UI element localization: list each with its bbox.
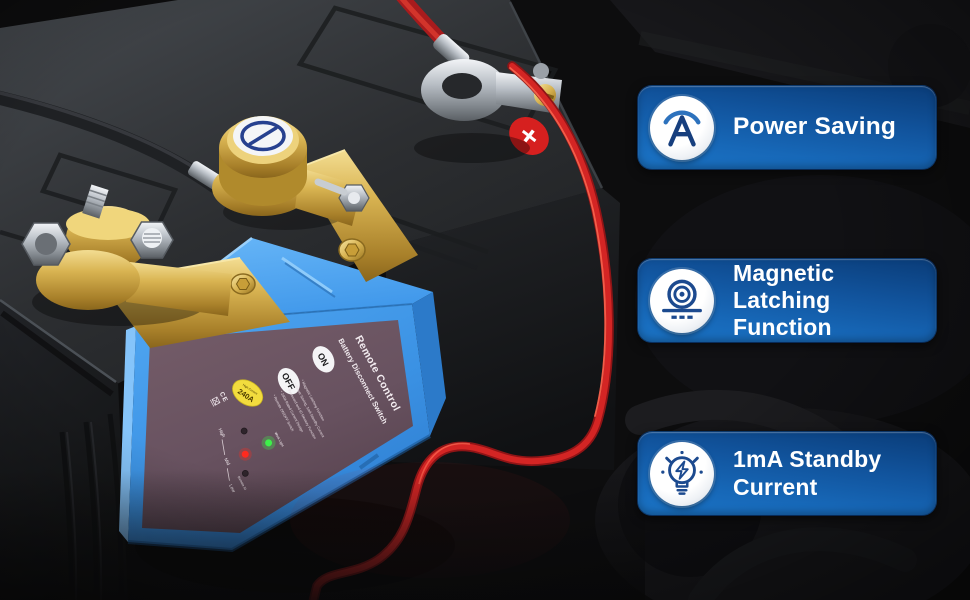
- lightbulb-bolt-icon: [650, 441, 714, 506]
- feature-card-text: 1mA Standby Current: [733, 446, 881, 500]
- feature-card-magnetic-latching: Magnetic Latching Function: [637, 258, 937, 343]
- feature-card-power-saving: Power Saving: [637, 85, 937, 170]
- feature-card-text: Power Saving: [733, 113, 896, 142]
- feature-card-text: Magnetic Latching Function: [733, 260, 928, 341]
- feature-line: Magnetic: [733, 259, 835, 286]
- magnetic-latch-icon: [650, 268, 714, 333]
- feature-line: 1mA Standby: [733, 446, 882, 473]
- feature-line: Power Saving: [733, 113, 897, 141]
- feature-line: Latching Function: [733, 286, 832, 341]
- feature-card-standby-current: 1mA Standby Current: [637, 431, 937, 516]
- feature-line: Current: [733, 473, 818, 500]
- ammeter-icon: [650, 95, 714, 160]
